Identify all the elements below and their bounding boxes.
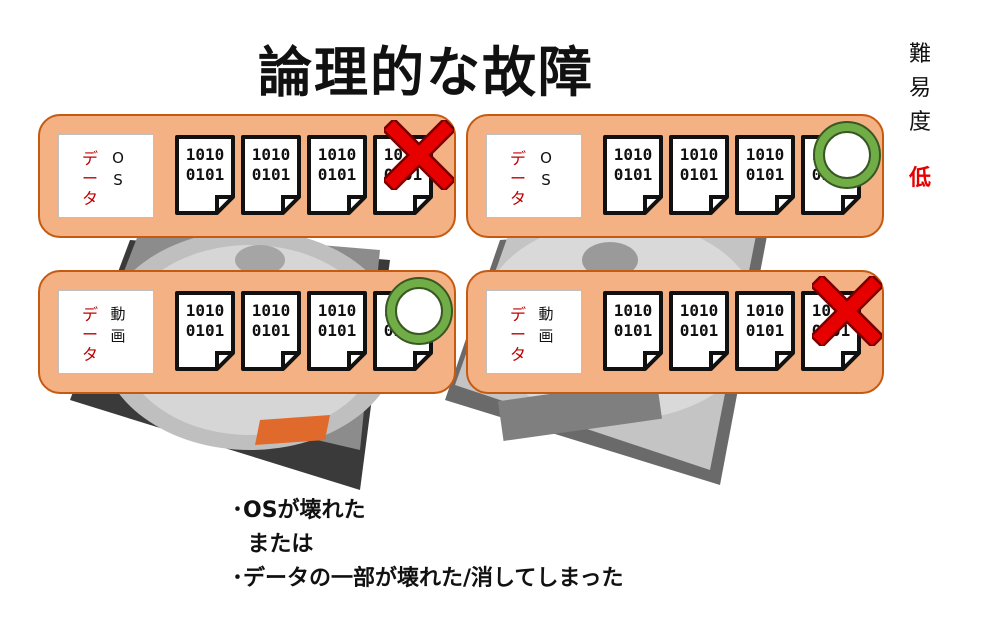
bullet-list: ･OSが壊れた または ･データの一部が壊れた/消してしまった xyxy=(232,494,624,596)
data-char: ー xyxy=(509,169,526,188)
binary-text: 1010 xyxy=(746,145,785,164)
binary-text: 1010 xyxy=(746,301,785,320)
circle-mark-icon xyxy=(385,277,453,345)
data-char: ー xyxy=(81,325,98,344)
data-type-label: デ ー タ 動 画 xyxy=(486,290,582,374)
type-char: O xyxy=(112,149,124,167)
difficulty-value: 低 xyxy=(908,166,931,191)
data-char: ー xyxy=(509,325,526,344)
file-group: 10100101101001011010010110100101 xyxy=(174,277,453,374)
binary-text: 0101 xyxy=(318,165,357,184)
binary-text: 0101 xyxy=(252,321,291,340)
type-char: S xyxy=(541,171,551,189)
binary-text: 1010 xyxy=(252,145,291,164)
bullet-item: ･データの一部が壊れた/消してしまった xyxy=(232,566,624,591)
data-label: デ ー タ xyxy=(81,305,99,365)
panel-video-broken: デ ー タ 動 画 101001011010010110100101101001… xyxy=(466,270,884,394)
bullet-item: または xyxy=(232,532,314,557)
type-char: 動 xyxy=(538,305,554,323)
type-char: O xyxy=(540,149,552,167)
data-char: タ xyxy=(81,345,98,364)
file-group: 10100101101001011010010110100101 xyxy=(602,276,882,374)
binary-text: 1010 xyxy=(614,145,653,164)
data-char: ー xyxy=(81,169,98,188)
difficulty-char: 度 xyxy=(908,110,931,135)
type-label: O S xyxy=(109,147,127,191)
file-group: 10100101101001011010010110100101 xyxy=(602,121,881,218)
data-label: デ ー タ xyxy=(509,305,527,365)
data-char: デ xyxy=(509,305,526,324)
data-char: デ xyxy=(81,149,98,168)
panel-os-broken: デ ー タ O S 101001011010010110100101101001… xyxy=(38,114,456,238)
data-char: タ xyxy=(81,189,98,208)
type-label: 動 画 xyxy=(109,303,127,347)
binary-text: 1010 xyxy=(318,145,357,164)
difficulty-char: 難 xyxy=(908,42,931,67)
data-char: デ xyxy=(509,149,526,168)
type-char: S xyxy=(113,171,123,189)
difficulty-label: 難 易 度 xyxy=(900,38,940,140)
type-char: 動 xyxy=(110,305,126,323)
type-label: 動 画 xyxy=(537,303,555,347)
binary-text: 1010 xyxy=(186,145,225,164)
data-type-label: デ ー タ O S xyxy=(486,134,582,218)
panel-video-ok: デ ー タ 動 画 101001011010010110100101101001… xyxy=(38,270,456,394)
panel-os-ok: デ ー タ O S 101001011010010110100101101001… xyxy=(466,114,884,238)
data-char: タ xyxy=(509,189,526,208)
binary-text: 0101 xyxy=(614,165,653,184)
binary-text: 0101 xyxy=(318,321,357,340)
data-char: デ xyxy=(81,305,98,324)
binary-text: 1010 xyxy=(614,301,653,320)
cross-mark-icon xyxy=(812,276,882,346)
page-title: 論理的な故障 xyxy=(258,41,594,104)
difficulty-char: 易 xyxy=(908,76,931,101)
binary-text: 1010 xyxy=(318,301,357,320)
circle-mark-icon xyxy=(813,121,881,189)
binary-text: 1010 xyxy=(186,301,225,320)
bullet-item: ･OSが壊れた xyxy=(232,498,366,523)
binary-text: 1010 xyxy=(680,145,719,164)
binary-text: 0101 xyxy=(186,321,225,340)
type-char: 画 xyxy=(110,327,126,345)
type-char: 画 xyxy=(538,327,554,345)
binary-text: 1010 xyxy=(680,301,719,320)
binary-text: 0101 xyxy=(680,321,719,340)
type-label: O S xyxy=(537,147,555,191)
binary-text: 0101 xyxy=(186,165,225,184)
cross-mark-icon xyxy=(384,120,454,190)
binary-text: 1010 xyxy=(252,301,291,320)
data-type-label: デ ー タ O S xyxy=(58,134,154,218)
data-char: タ xyxy=(509,345,526,364)
file-group: 10100101101001011010010110100101 xyxy=(174,120,454,218)
data-label: デ ー タ xyxy=(509,149,527,209)
binary-text: 0101 xyxy=(614,321,653,340)
binary-text: 0101 xyxy=(252,165,291,184)
binary-text: 0101 xyxy=(680,165,719,184)
binary-text: 0101 xyxy=(746,165,785,184)
binary-text: 0101 xyxy=(746,321,785,340)
data-label: デ ー タ xyxy=(81,149,99,209)
data-type-label: デ ー タ 動 画 xyxy=(58,290,154,374)
